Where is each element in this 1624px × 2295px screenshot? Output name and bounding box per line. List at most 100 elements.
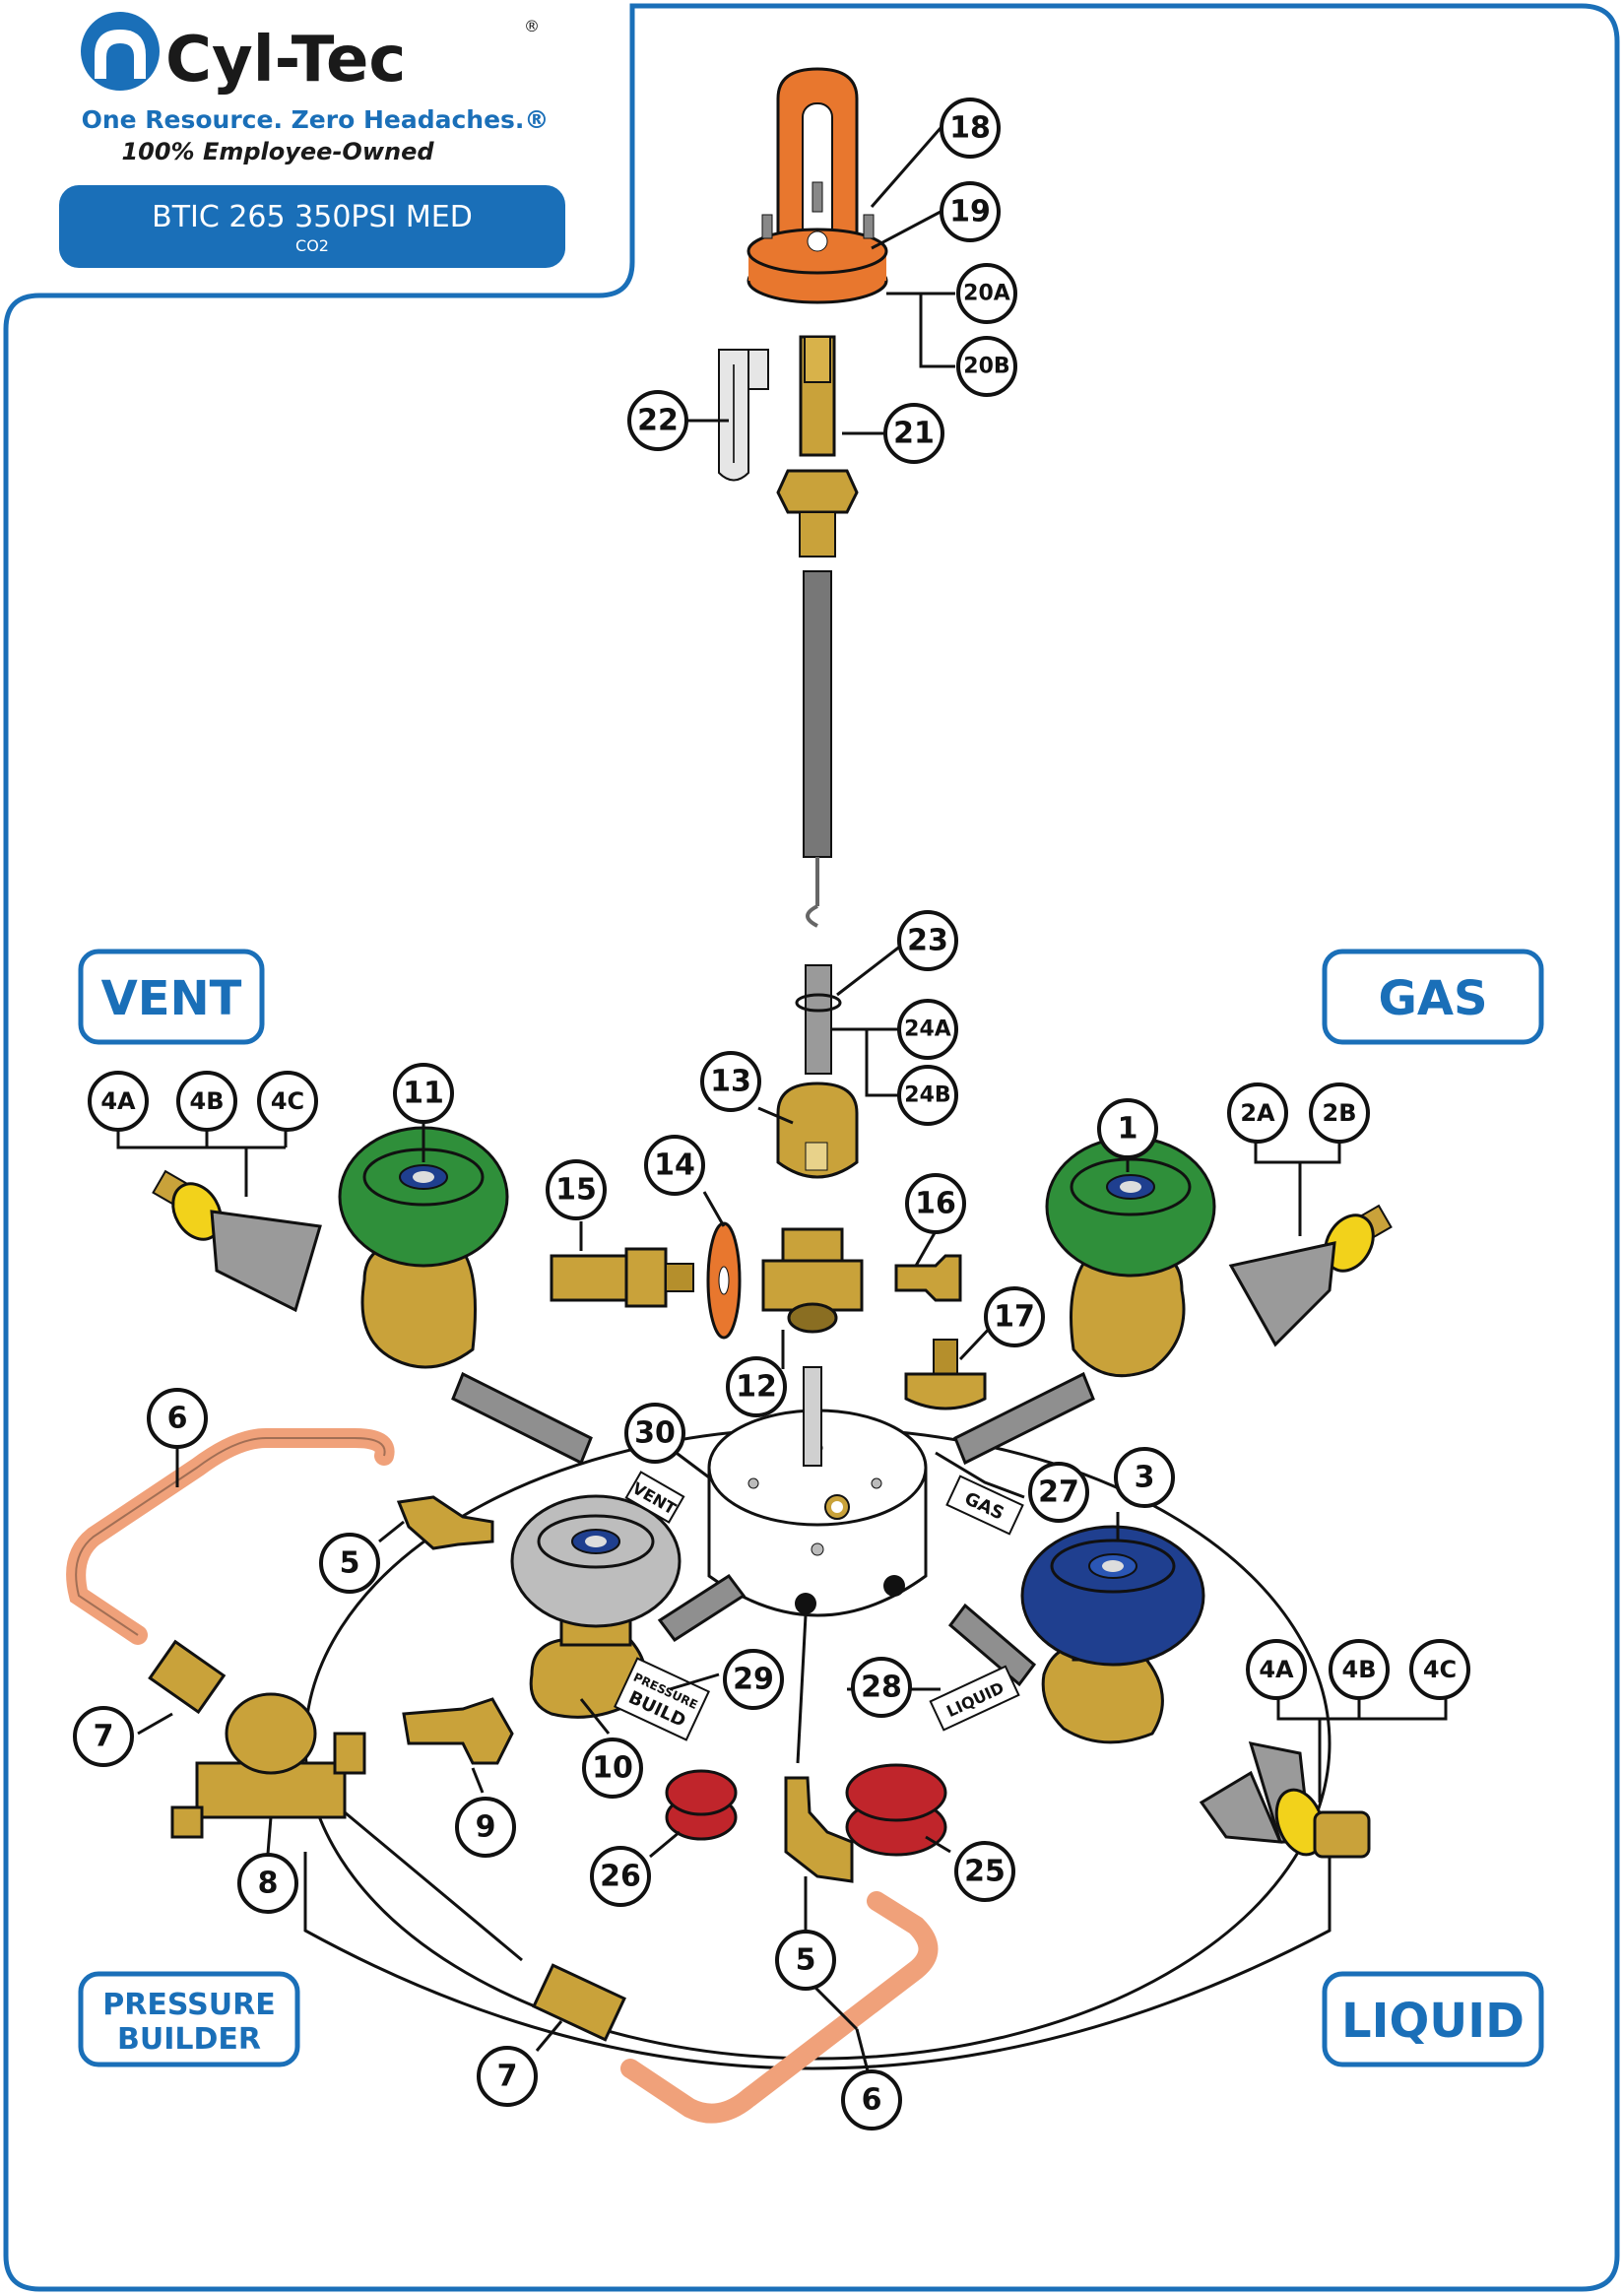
- svg-text:5: 5: [340, 1546, 360, 1581]
- svg-text:18: 18: [949, 111, 991, 146]
- svg-text:24A: 24A: [904, 1017, 951, 1042]
- dip-tube-handle: [747, 67, 888, 304]
- zone-pressure-builder: PRESSURE BUILDER: [78, 1971, 300, 2067]
- callout-20b: 20B: [956, 336, 1017, 397]
- callout-26: 26: [590, 1846, 651, 1907]
- callout-9: 9: [455, 1797, 516, 1858]
- float-rod: [795, 964, 842, 1075]
- svg-text:11: 11: [403, 1077, 444, 1111]
- svg-text:25: 25: [964, 1855, 1006, 1889]
- product-title-badge: BTIC 265 350PSI MED CO2: [59, 185, 565, 268]
- svg-text:20A: 20A: [963, 282, 1010, 306]
- callout-30: 30: [624, 1403, 685, 1464]
- svg-text:4C: 4C: [1423, 1656, 1457, 1683]
- callout-2b: 2B: [1309, 1082, 1370, 1144]
- svg-text:23: 23: [907, 924, 948, 958]
- callout-21: 21: [883, 403, 944, 464]
- copper-tube-left: [66, 1428, 395, 1645]
- connector-left: [148, 1639, 227, 1715]
- svg-text:9: 9: [476, 1810, 496, 1845]
- svg-text:19: 19: [949, 195, 991, 230]
- callout-7-left: 7: [73, 1706, 134, 1767]
- brand-tagline: One Resource. Zero Headaches.®: [82, 105, 550, 134]
- svg-text:15: 15: [555, 1173, 597, 1208]
- coupler-liquid: [1199, 1741, 1371, 1859]
- callouts: 18 19 20A 20B 21 22 23 24A 24B 13 14 15 …: [73, 98, 1470, 2131]
- elbow-fitting: [894, 1254, 962, 1302]
- callout-28: 28: [851, 1657, 912, 1718]
- svg-text:PRESSURE: PRESSURE: [102, 1988, 275, 2022]
- svg-text:26: 26: [600, 1860, 641, 1894]
- callout-23: 23: [897, 910, 958, 971]
- svg-text:24B: 24B: [904, 1083, 950, 1108]
- elbow-left: [396, 1495, 494, 1550]
- diagram-frame: [3, 3, 1620, 2292]
- callout-5-left: 5: [319, 1533, 380, 1594]
- gasket: [706, 1221, 742, 1340]
- product-title: BTIC 265 350PSI MED: [152, 200, 473, 234]
- callout-5-bottom: 5: [775, 1930, 836, 1991]
- relief-fitting: [550, 1247, 694, 1308]
- svg-text:4C: 4C: [271, 1087, 304, 1115]
- svg-text:28: 28: [861, 1671, 902, 1705]
- registered-mark: ®: [524, 17, 540, 35]
- manifold-block: [707, 1366, 928, 1617]
- svg-text:20B: 20B: [963, 355, 1009, 379]
- callout-29: 29: [723, 1649, 784, 1710]
- callout-4c-left: 4C: [257, 1071, 318, 1132]
- svg-text:2A: 2A: [1240, 1099, 1275, 1127]
- cyl-tec-arch-icon: [81, 12, 160, 91]
- svg-text:BUILDER: BUILDER: [117, 2022, 261, 2057]
- zone-gas: GAS: [1322, 949, 1544, 1045]
- svg-text:16: 16: [915, 1187, 956, 1221]
- street-elbow: [402, 1697, 514, 1765]
- callout-14: 14: [644, 1135, 705, 1196]
- callout-25: 25: [954, 1841, 1015, 1902]
- copper-tube-bottom: [620, 1891, 939, 2124]
- svg-text:3: 3: [1135, 1461, 1155, 1495]
- callout-4a-right: 4A: [1246, 1639, 1307, 1700]
- zone-vent: VENT: [78, 949, 265, 1045]
- handwheel-gray: [510, 1494, 682, 1628]
- callout-4a-left: 4A: [88, 1071, 149, 1132]
- regulator: [170, 1692, 366, 1839]
- callout-16: 16: [905, 1173, 966, 1234]
- callout-11: 11: [393, 1063, 454, 1124]
- svg-text:GAS: GAS: [1378, 971, 1487, 1026]
- callout-4b-right: 4B: [1329, 1639, 1390, 1700]
- callout-24a: 24A: [897, 999, 958, 1060]
- coupler-gas: [1228, 1204, 1393, 1347]
- callout-6-left: 6: [147, 1388, 208, 1449]
- brand-name: Cyl-Tec: [165, 24, 406, 97]
- callout-27: 27: [1028, 1462, 1089, 1523]
- elbow-bottom: [784, 1776, 854, 1883]
- callout-20a: 20A: [956, 263, 1017, 324]
- svg-text:29: 29: [733, 1663, 774, 1697]
- svg-text:2B: 2B: [1323, 1099, 1357, 1127]
- svg-text:8: 8: [258, 1867, 279, 1901]
- callout-8: 8: [237, 1853, 298, 1914]
- svg-text:1: 1: [1118, 1112, 1138, 1147]
- svg-text:4B: 4B: [190, 1087, 225, 1115]
- connector-bottom: [532, 1963, 626, 2042]
- brand-subtagline: 100% Employee-Owned: [121, 138, 434, 165]
- callout-22: 22: [627, 390, 688, 451]
- float-bulb: [776, 1082, 859, 1179]
- callout-1: 1: [1097, 1098, 1158, 1159]
- brand-logo: Cyl-Tec ® One Resource. Zero Headaches.®…: [81, 12, 549, 165]
- svg-text:12: 12: [736, 1370, 777, 1405]
- svg-text:6: 6: [167, 1402, 188, 1436]
- callout-15: 15: [546, 1159, 607, 1220]
- svg-text:17: 17: [994, 1300, 1035, 1335]
- svg-text:4B: 4B: [1342, 1656, 1377, 1683]
- svg-text:5: 5: [796, 1943, 816, 1978]
- svg-text:21: 21: [893, 417, 935, 451]
- product-subtitle: CO2: [295, 236, 329, 255]
- svg-text:VENT: VENT: [101, 971, 242, 1026]
- callout-4b-left: 4B: [176, 1071, 237, 1132]
- callout-17: 17: [984, 1286, 1045, 1347]
- callout-18: 18: [940, 98, 1001, 159]
- level-gauge: [718, 349, 769, 482]
- svg-text:30: 30: [634, 1416, 676, 1451]
